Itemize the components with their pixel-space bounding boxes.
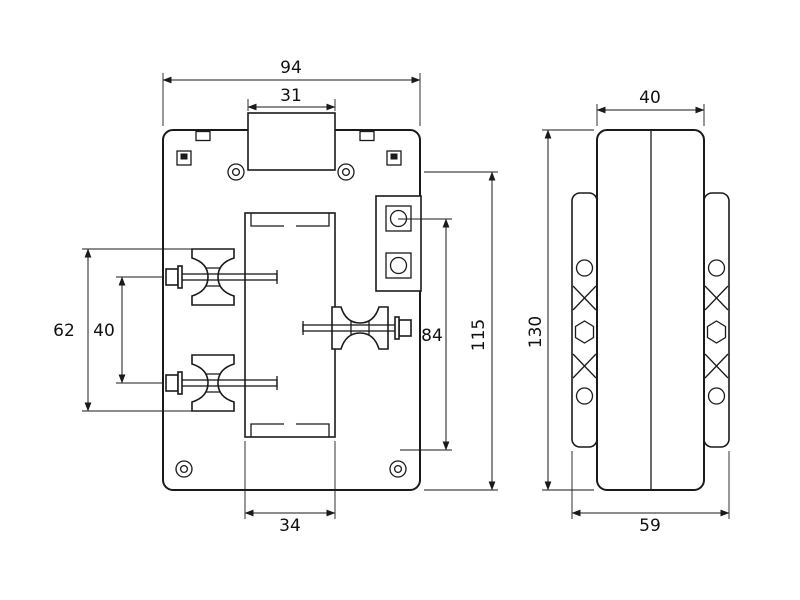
dim-side-overall-depth: 59 bbox=[571, 451, 730, 536]
dim-label-31: 31 bbox=[280, 86, 302, 106]
dim-screw-axis-spacing: 40 bbox=[93, 276, 162, 384]
dim-label-84: 84 bbox=[421, 326, 443, 346]
screw-hole-top-left bbox=[227, 163, 245, 181]
clamp-spool-right bbox=[331, 306, 389, 350]
dim-busbar-slot-width: 31 bbox=[247, 86, 336, 111]
dim-label-59: 59 bbox=[639, 516, 661, 536]
square-hole-left bbox=[176, 150, 192, 166]
side-view bbox=[571, 129, 730, 491]
top-tab-right bbox=[359, 130, 375, 142]
mount-hole-bottom-left bbox=[175, 460, 193, 478]
dimensions: 94 31 62 40 84 115 bbox=[53, 58, 730, 536]
clamp-spool-upper bbox=[191, 248, 235, 306]
screw-hole-top-right bbox=[337, 163, 355, 181]
dim-label-34: 34 bbox=[279, 516, 301, 536]
terminal-block bbox=[375, 195, 422, 292]
dim-clamp-outer-span: 62 bbox=[53, 248, 234, 412]
dim-label-130: 130 bbox=[526, 316, 546, 348]
front-view bbox=[162, 112, 422, 491]
top-tab-left bbox=[195, 130, 211, 142]
busbar-slot-block bbox=[247, 112, 336, 171]
dim-label-115: 115 bbox=[469, 319, 489, 351]
side-flange-left bbox=[571, 192, 598, 448]
dim-window-width: 34 bbox=[244, 441, 336, 536]
dim-side-body-width: 40 bbox=[596, 88, 705, 126]
dim-label-62: 62 bbox=[53, 321, 75, 341]
dim-label-94: 94 bbox=[280, 58, 302, 78]
square-hole-right bbox=[386, 150, 402, 166]
dim-front-overall-width: 94 bbox=[162, 58, 421, 126]
dim-overall-height: 130 bbox=[526, 129, 594, 491]
dim-front-height-inner: 115 bbox=[424, 171, 498, 491]
clamp-screw-right bbox=[302, 316, 412, 340]
clamp-screw-lower bbox=[165, 371, 278, 395]
dim-label-40-left: 40 bbox=[93, 321, 115, 341]
dim-terminal-to-base: 84 bbox=[398, 218, 452, 451]
core-window bbox=[244, 212, 336, 438]
mount-hole-bottom-right bbox=[389, 460, 407, 478]
side-flange-right bbox=[703, 192, 730, 448]
clamp-screw-upper bbox=[165, 265, 278, 289]
dim-label-40-side: 40 bbox=[639, 88, 661, 108]
